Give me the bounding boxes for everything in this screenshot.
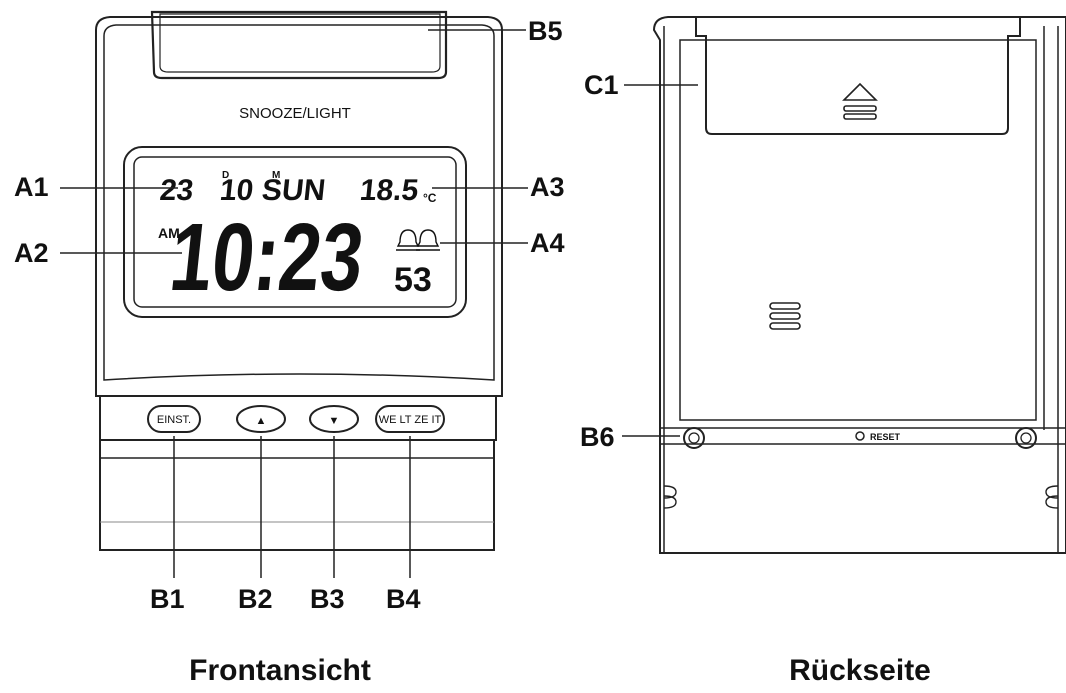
callout-b3: B3 — [310, 584, 345, 614]
screw-right-inner — [1020, 432, 1032, 444]
front-housing-inner — [103, 24, 495, 381]
lcd-temperature-unit: °C — [423, 191, 437, 205]
grip-lines-icon — [769, 302, 801, 330]
back-clock — [652, 16, 1066, 554]
callout-b5: B5 — [528, 16, 563, 46]
lcd-month: 10 — [218, 174, 255, 207]
caption-front-view: Frontansicht — [189, 654, 371, 687]
reset-button[interactable] — [855, 431, 865, 441]
back-panel — [679, 39, 1037, 421]
button-set[interactable]: EINST. — [157, 414, 191, 426]
screw-right-icon — [1015, 427, 1037, 449]
back-housing — [652, 16, 1066, 554]
callout-b2: B2 — [238, 584, 273, 614]
caption-back-view: Rückseite — [789, 654, 931, 687]
callout-c1: C1 — [584, 70, 619, 100]
lcd-seconds: 53 — [394, 261, 432, 299]
front-leader-lines — [60, 29, 528, 578]
snooze-light-bar-inner — [159, 13, 441, 73]
callout-a3: A3 — [530, 172, 565, 202]
lcd-time: 10:23 — [165, 204, 368, 311]
side-clip-left-icon — [663, 485, 677, 509]
screw-left-inner — [688, 432, 700, 444]
back-leader-lines — [622, 84, 698, 437]
reset-label: RESET — [870, 432, 901, 442]
lcd-day: 23 — [158, 174, 195, 207]
front-clock — [95, 10, 503, 551]
snooze-light-bar — [150, 10, 448, 80]
lcd-am: AM — [158, 225, 180, 241]
button-down-outline — [309, 405, 359, 433]
button-worldtime-outline — [375, 405, 445, 433]
lcd-weekday: SUN — [260, 174, 327, 207]
top-cover-flap — [695, 17, 1021, 135]
button-up[interactable]: ▲ — [256, 415, 267, 427]
lcd-frame — [123, 146, 467, 318]
screw-left-icon — [683, 427, 705, 449]
front-stand — [99, 439, 495, 551]
eject-icon — [842, 82, 878, 120]
callout-a4: A4 — [530, 228, 565, 258]
callout-b1: B1 — [150, 584, 185, 614]
callout-b4: B4 — [386, 584, 421, 614]
button-set-outline — [147, 405, 201, 433]
callout-b6: B6 — [580, 422, 615, 452]
callout-a2: A2 — [14, 238, 49, 268]
lcd-window — [133, 156, 457, 308]
button-worldtime[interactable]: WE LT ZE IT — [379, 414, 442, 426]
lcd-temperature: 18.5 — [358, 174, 420, 207]
side-clip-right-icon — [1045, 485, 1059, 509]
lcd-month-suffix: M — [272, 170, 280, 181]
button-up-outline — [236, 405, 286, 433]
alarm-bell-icon — [396, 229, 440, 251]
callout-a1: A1 — [14, 172, 49, 202]
button-down[interactable]: ▼ — [329, 415, 340, 427]
snooze-light-label: SNOOZE/LIGHT — [239, 105, 351, 122]
lcd-contents: AM 23 D 10 M SUN 18.5 °C 10:23 53 — [158, 170, 440, 311]
lcd-day-suffix: D — [222, 170, 229, 181]
